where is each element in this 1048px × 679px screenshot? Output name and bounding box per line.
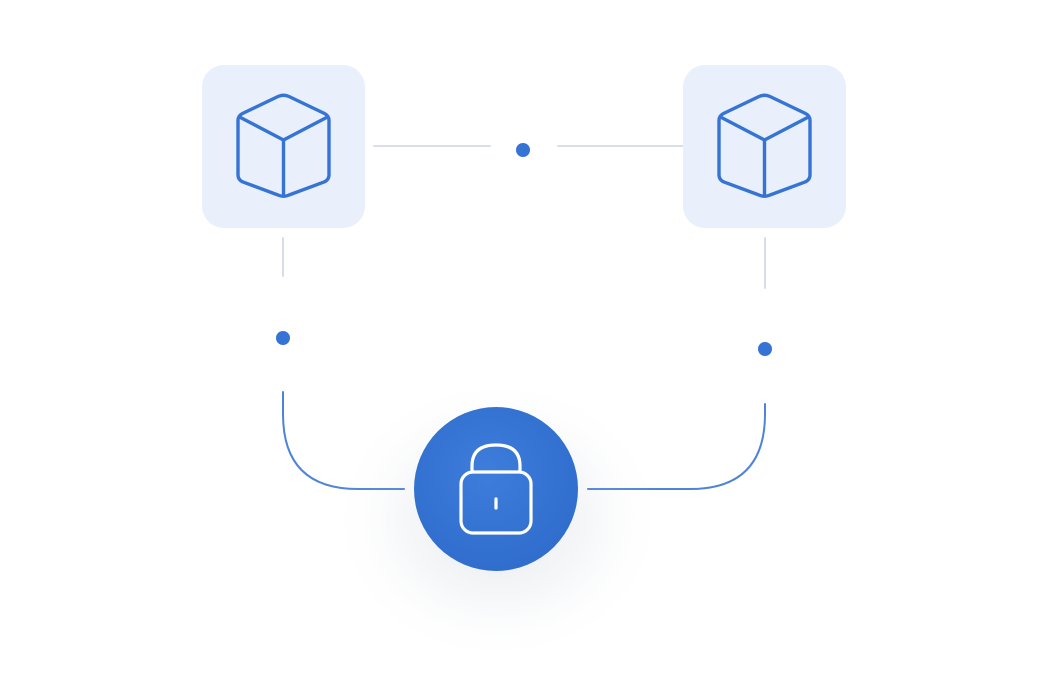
connector-dot-top — [516, 143, 530, 157]
connector-dot-left — [276, 331, 290, 345]
node-left — [202, 65, 365, 228]
lock-icon — [459, 443, 533, 535]
cube-icon — [236, 93, 331, 198]
cube-icon — [717, 93, 812, 198]
connector-dot-right — [758, 342, 772, 356]
connector-right-curve — [587, 403, 766, 490]
lock-hub — [414, 407, 578, 571]
node-right — [683, 65, 846, 228]
